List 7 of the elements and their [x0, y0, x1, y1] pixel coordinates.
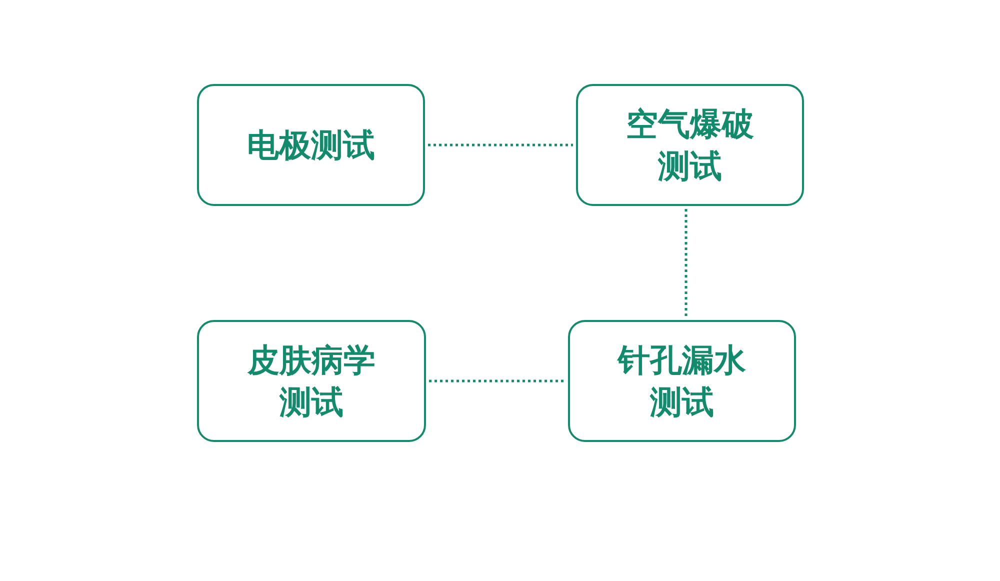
- connector-line: [428, 144, 573, 146]
- process-box: 电极测试: [197, 84, 425, 206]
- connector-line: [429, 380, 565, 382]
- process-box: 空气爆破测试: [576, 84, 804, 206]
- connector-line: [684, 209, 688, 317]
- process-box: 皮肤病学测试: [197, 320, 426, 442]
- process-box: 针孔漏水测试: [568, 320, 796, 442]
